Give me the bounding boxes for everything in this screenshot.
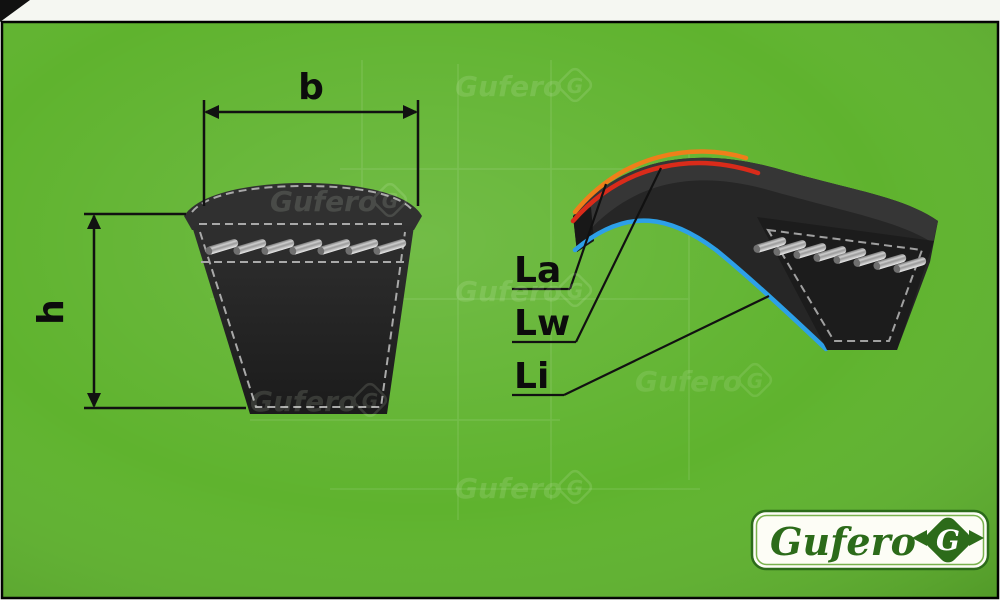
brand-emblem-letter: G <box>936 524 960 557</box>
brand-name: Gufero <box>770 519 916 564</box>
brand-emblem-left-wing <box>912 530 927 546</box>
brand-badge-inner-frame <box>755 514 985 566</box>
dimension-h-label: h <box>31 299 72 325</box>
brand-emblem: G <box>912 517 984 563</box>
cut-face-dashed-outline <box>766 228 924 342</box>
belt-top-surface <box>573 157 938 243</box>
dimension-b-label: b <box>298 67 324 108</box>
brand-emblem-right-wing <box>969 530 984 546</box>
la-outer-length-line <box>572 149 749 215</box>
dimension-b <box>202 100 420 206</box>
lw-pitch-length-line <box>570 160 761 224</box>
li-inner-length-line <box>572 218 829 352</box>
corner-fold-mark <box>0 0 30 22</box>
belt-body <box>192 226 414 414</box>
brand-badge: Gufero G <box>750 509 990 571</box>
brand-emblem-shield <box>925 517 971 563</box>
li-label: Li <box>514 356 549 397</box>
belt-3d-figure: La Lw Li <box>512 149 938 397</box>
brand-badge-frame <box>750 509 990 571</box>
dimension-h <box>84 212 246 410</box>
lw-label: Lw <box>514 303 570 344</box>
